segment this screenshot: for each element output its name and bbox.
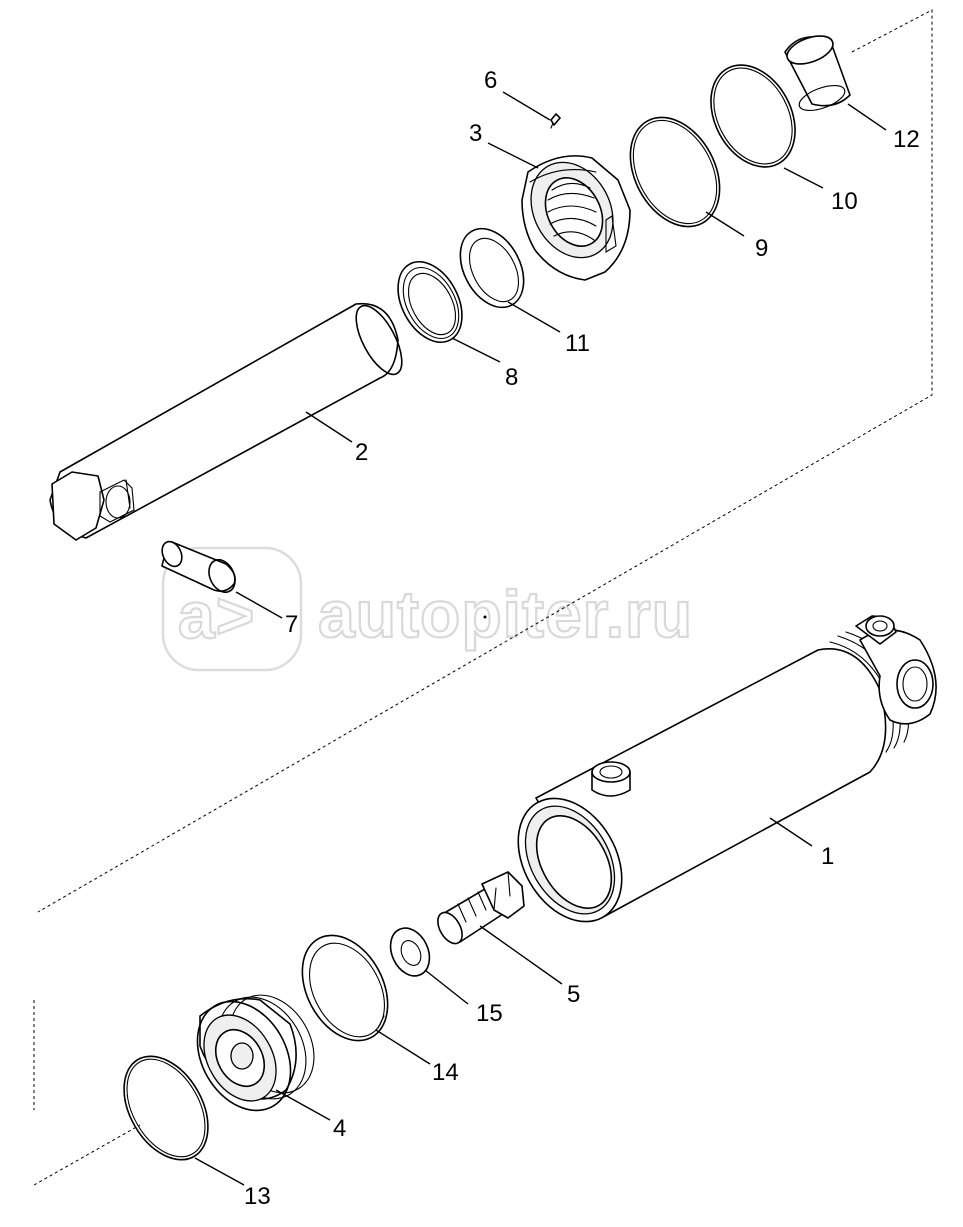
part-8-rod-seal bbox=[397, 261, 463, 343]
axis-line-lower bbox=[33, 1124, 141, 1186]
callout-15: 15 bbox=[476, 1000, 503, 1027]
callout-3: 3 bbox=[469, 120, 482, 147]
callout-2: 2 bbox=[355, 439, 368, 466]
callout-10: 10 bbox=[831, 188, 858, 215]
part-12-bushing bbox=[784, 35, 851, 112]
part-3-gland-nut bbox=[521, 155, 631, 281]
callout-12: 12 bbox=[893, 126, 920, 153]
part-15-washer bbox=[389, 927, 431, 977]
leader-lines bbox=[194, 91, 887, 1186]
callout-5: 5 bbox=[567, 981, 580, 1008]
watermark: a> autopiter.ru bbox=[161, 546, 693, 672]
part-7-pin bbox=[161, 540, 487, 619]
callout-14: 14 bbox=[432, 1059, 459, 1086]
callout-13: 13 bbox=[244, 1183, 271, 1210]
part-2-piston-rod bbox=[49, 302, 403, 541]
callout-9: 9 bbox=[755, 235, 768, 262]
part-14-wear-ring bbox=[301, 934, 389, 1042]
callout-1: 1 bbox=[821, 843, 834, 870]
callout-4: 4 bbox=[333, 1115, 346, 1142]
part-13-o-ring bbox=[123, 1055, 209, 1161]
part-10-o-ring bbox=[710, 64, 796, 168]
watermark-text: autopiter.ru bbox=[318, 577, 693, 651]
axis-line-upper bbox=[37, 9, 933, 913]
part-11-backup-ring bbox=[459, 227, 525, 309]
callout-6: 6 bbox=[484, 67, 497, 94]
part-9-o-ring bbox=[629, 116, 721, 228]
callout-11: 11 bbox=[565, 330, 590, 357]
callout-8: 8 bbox=[505, 364, 518, 391]
part-4-piston bbox=[196, 994, 315, 1112]
part-5-fitting bbox=[437, 871, 525, 945]
assembly-axis-lines bbox=[33, 9, 933, 1186]
callout-7: 7 bbox=[285, 611, 298, 638]
callout-labels: 1 2 3 4 5 6 7 8 9 10 11 12 13 14 15 bbox=[244, 67, 920, 1210]
part-1-cylinder-tube bbox=[517, 615, 937, 923]
part-6-screw bbox=[550, 113, 561, 129]
